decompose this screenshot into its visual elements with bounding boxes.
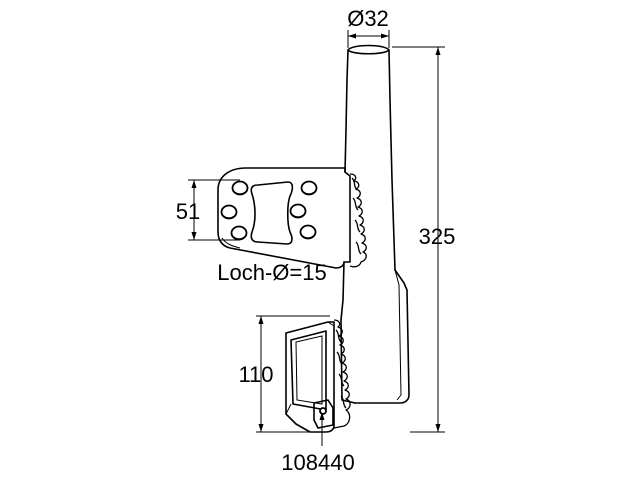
hole-4 xyxy=(300,180,318,196)
mounting-plate xyxy=(217,167,351,269)
part-number-label: 108440 xyxy=(281,450,354,475)
dimension-total-height: 325 xyxy=(392,46,456,433)
dimension-lower-height-label: 110 xyxy=(238,362,273,387)
dimension-total-height-label: 325 xyxy=(419,224,456,249)
hole-2 xyxy=(220,204,238,220)
dimension-diameter: Ø32 xyxy=(347,6,390,48)
hole-3 xyxy=(230,225,248,241)
dimension-plate-height: 51 xyxy=(176,179,240,241)
part-number-leader: 108440 xyxy=(281,412,355,475)
upper-weld xyxy=(349,173,367,268)
hole-6 xyxy=(299,224,317,240)
lower-weld xyxy=(333,319,351,429)
dimension-lower-height: 110 xyxy=(238,315,330,433)
hole-1 xyxy=(231,180,249,196)
hole-diameter-note: Loch-Ø=15 xyxy=(217,260,326,285)
hole-5 xyxy=(289,203,307,219)
dimension-diameter-label: Ø32 xyxy=(347,6,389,31)
main-tube xyxy=(340,44,410,404)
bottom-tab xyxy=(313,399,334,429)
center-slot xyxy=(250,181,294,245)
dimension-plate-height-label: 51 xyxy=(176,199,200,224)
tab-bolt xyxy=(319,407,327,415)
lower-bracket xyxy=(285,321,335,433)
